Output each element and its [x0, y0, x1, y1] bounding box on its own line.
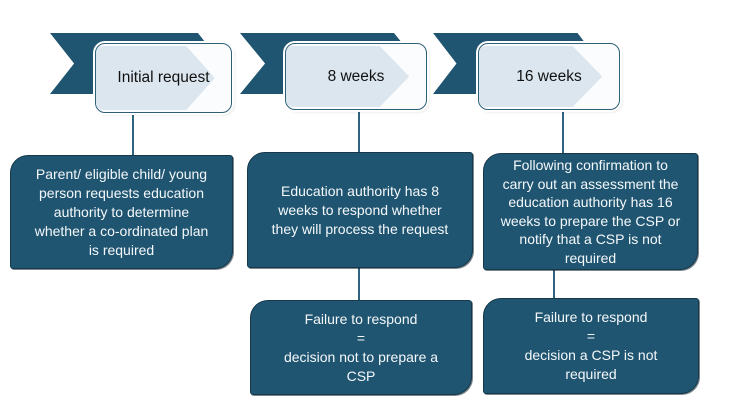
- description-line: weeks to respond whether: [278, 201, 442, 218]
- outcome-line: CSP: [346, 367, 376, 384]
- outcome-line: required: [565, 366, 617, 382]
- outcome-line: Failure to respond: [534, 309, 648, 325]
- stage-label-text-2: 8 weeks: [327, 67, 385, 85]
- description-line: Following confirmation to: [513, 157, 668, 173]
- description-line: weeks to prepare the CSP or: [500, 212, 681, 229]
- outcome-line: =: [586, 328, 596, 344]
- description-box-2: Education authority has 8 weeks to respo…: [247, 152, 473, 268]
- description-line: person requests education: [39, 184, 204, 201]
- description-line: notify that a CSP is not: [519, 231, 662, 247]
- outcome-line: decision a CSP is not: [524, 347, 658, 363]
- connector-line-2a: [358, 108, 360, 154]
- outcome-box-2: Failure to respond = decision not to pre…: [250, 300, 472, 395]
- description-box-3: Following confirmation to carry out an a…: [483, 153, 698, 270]
- connector-line-2b: [358, 266, 360, 301]
- description-line: education authority has 16: [508, 194, 673, 210]
- description-line: carry out an assessment the: [502, 175, 679, 192]
- stage-label-1: Initial request: [95, 43, 232, 113]
- description-line: whether a co-ordinated plan: [34, 222, 209, 239]
- outcome-line: Failure to respond: [304, 310, 418, 327]
- label-chevron-accent-2: [286, 46, 410, 107]
- stage-label-2: 8 weeks: [285, 43, 427, 110]
- description-line: required: [564, 249, 617, 266]
- label-chevron-accent-3: [479, 46, 603, 107]
- outcome-box-3: Failure to respond = decision a CSP is n…: [483, 298, 699, 394]
- stage-label-text-1: Initial request: [117, 69, 210, 86]
- label-chevron-accent-1: [96, 46, 215, 110]
- description-line: they will process the request: [271, 220, 449, 237]
- outcome-line: decision not to prepare a: [283, 348, 439, 365]
- connector-line-3b: [553, 269, 555, 300]
- stage-label-3: 16 weeks: [478, 43, 620, 110]
- connector-line-3a: [562, 108, 564, 154]
- description-line: Parent/ eligible child/ young: [35, 165, 208, 182]
- description-line: Education authority has 8: [281, 182, 439, 199]
- description-box-1: Parent/ eligible child/ young person req…: [10, 155, 233, 269]
- connector-line-1a: [132, 111, 134, 157]
- outcome-line: =: [356, 329, 366, 346]
- description-line: is required: [88, 241, 155, 258]
- stage-label-text-3: 16 weeks: [516, 67, 582, 85]
- description-line: authority to determine: [53, 203, 190, 220]
